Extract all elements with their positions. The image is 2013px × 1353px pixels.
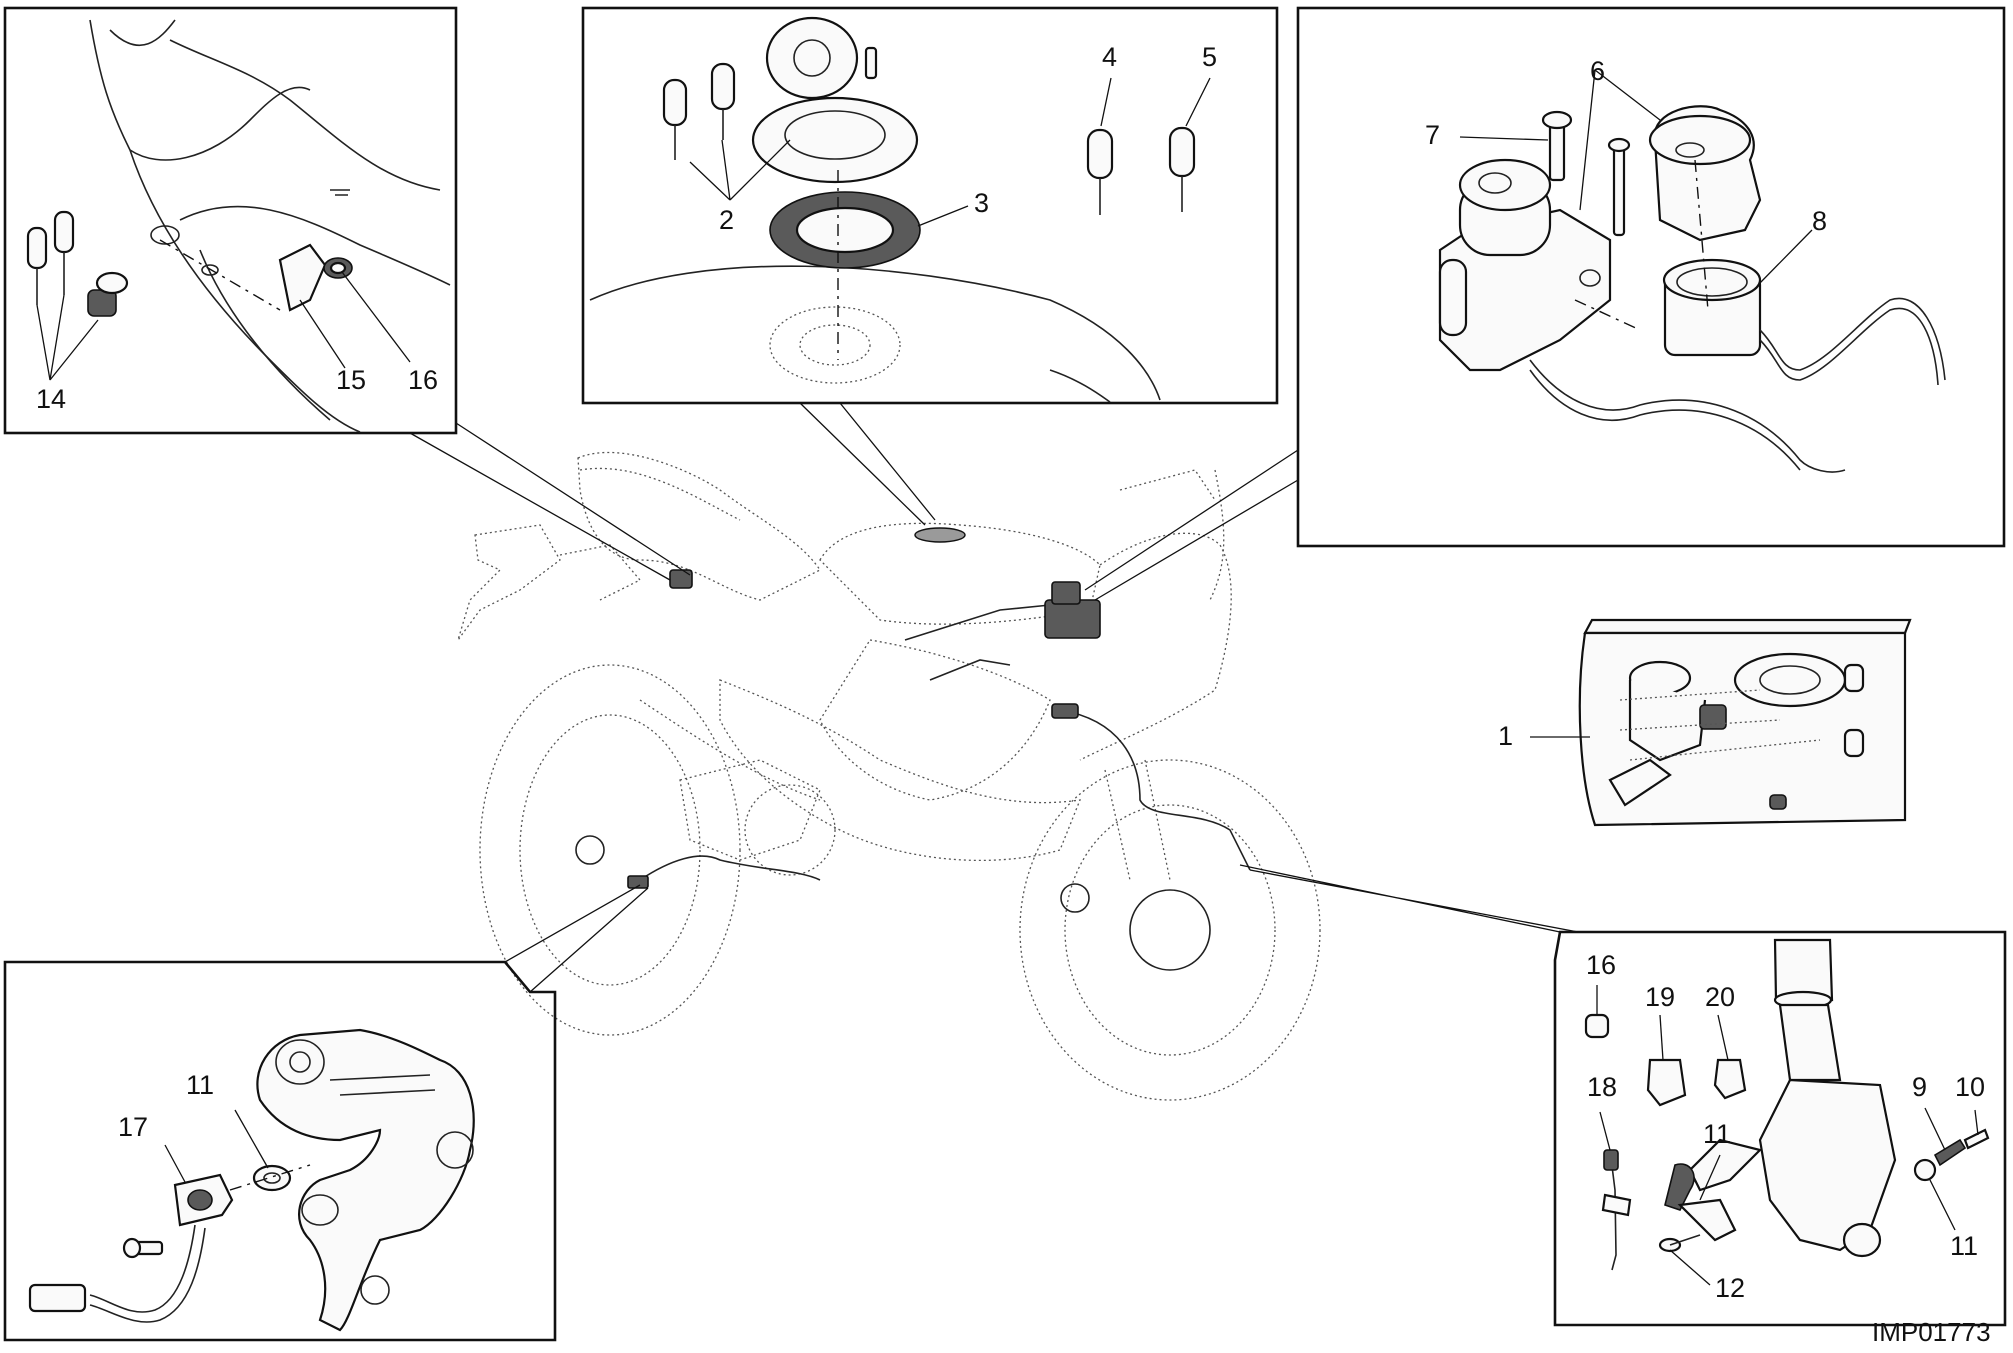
key-5: [1168, 126, 1196, 212]
label-19: 18: [1587, 1072, 1617, 1102]
key-4: [1086, 128, 1114, 215]
leader-ignition: [1084, 449, 1299, 601]
panel-front-sensor: 16 19 20 18 11 12 9 10 11: [1553, 930, 2007, 1327]
label-16: 16: [408, 365, 438, 395]
leader-tail: [409, 422, 691, 581]
panel-key-kit: 1: [1498, 618, 1912, 827]
label-11b: 11: [1950, 1231, 1978, 1261]
panel-ignition: 6 7 8: [1296, 6, 2006, 548]
label-15: 15: [336, 365, 366, 395]
label-7: 7: [1425, 120, 1440, 150]
label-17: 16: [1586, 950, 1616, 980]
label-6: 6: [1590, 56, 1605, 86]
label-12: 11: [1703, 1119, 1731, 1149]
leader-front-sensor: [1239, 864, 1579, 933]
tail-lock-cylinder: [87, 271, 129, 317]
drawing-code: IMP01773: [1872, 1317, 1991, 1347]
label-1: 1: [1498, 721, 1513, 751]
key-2: [662, 62, 736, 160]
label-14: 14: [36, 384, 66, 414]
leader-rear-sensor: [504, 884, 649, 993]
motorcycle-outline: [457, 451, 1321, 1101]
label-8: 8: [1812, 206, 1827, 236]
label-4: 4: [1102, 42, 1117, 72]
label-13: 12: [1715, 1273, 1745, 1303]
label-5: 5: [1202, 42, 1217, 72]
key-14: [26, 210, 75, 305]
label-10: 10: [1955, 1072, 1985, 1102]
label-2: 2: [719, 205, 734, 235]
label-21: 20: [1705, 982, 1735, 1012]
label-18: 17: [118, 1112, 148, 1142]
panel-rear-sensor: 17 11: [3, 960, 557, 1342]
label-3: 3: [974, 188, 989, 218]
label-9: 9: [1912, 1072, 1927, 1102]
panel-fuel-cap: 2 3 4 5: [581, 6, 1279, 405]
panel-tail-lock: 14 15 16: [3, 6, 458, 435]
label-11a: 11: [186, 1070, 214, 1100]
leader-fuel: [799, 402, 936, 526]
label-20: 19: [1645, 982, 1675, 1012]
